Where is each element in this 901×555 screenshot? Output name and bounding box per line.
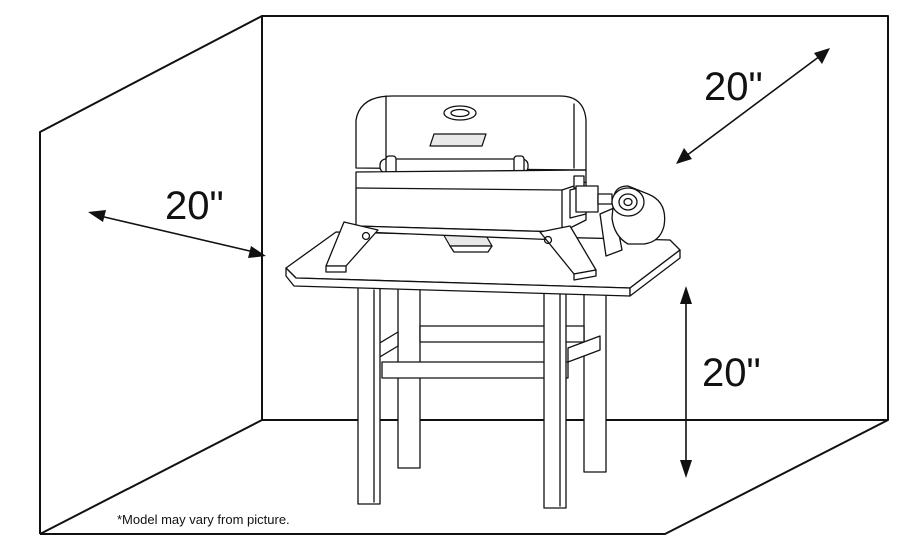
table <box>285 231 681 509</box>
room-walls <box>39 15 889 535</box>
grill <box>355 95 587 253</box>
top-clearance-arrow <box>680 286 692 478</box>
back-clearance-arrow <box>676 48 830 164</box>
side-clearance-label: 20" <box>165 184 224 228</box>
grill-supports <box>325 221 597 281</box>
side-clearance-arrow <box>88 210 266 258</box>
top-clearance-label: 20" <box>702 351 761 395</box>
propane-tank <box>575 185 666 257</box>
back-clearance-label: 20" <box>704 65 763 109</box>
footnote: *Model may vary from picture. <box>117 512 290 527</box>
